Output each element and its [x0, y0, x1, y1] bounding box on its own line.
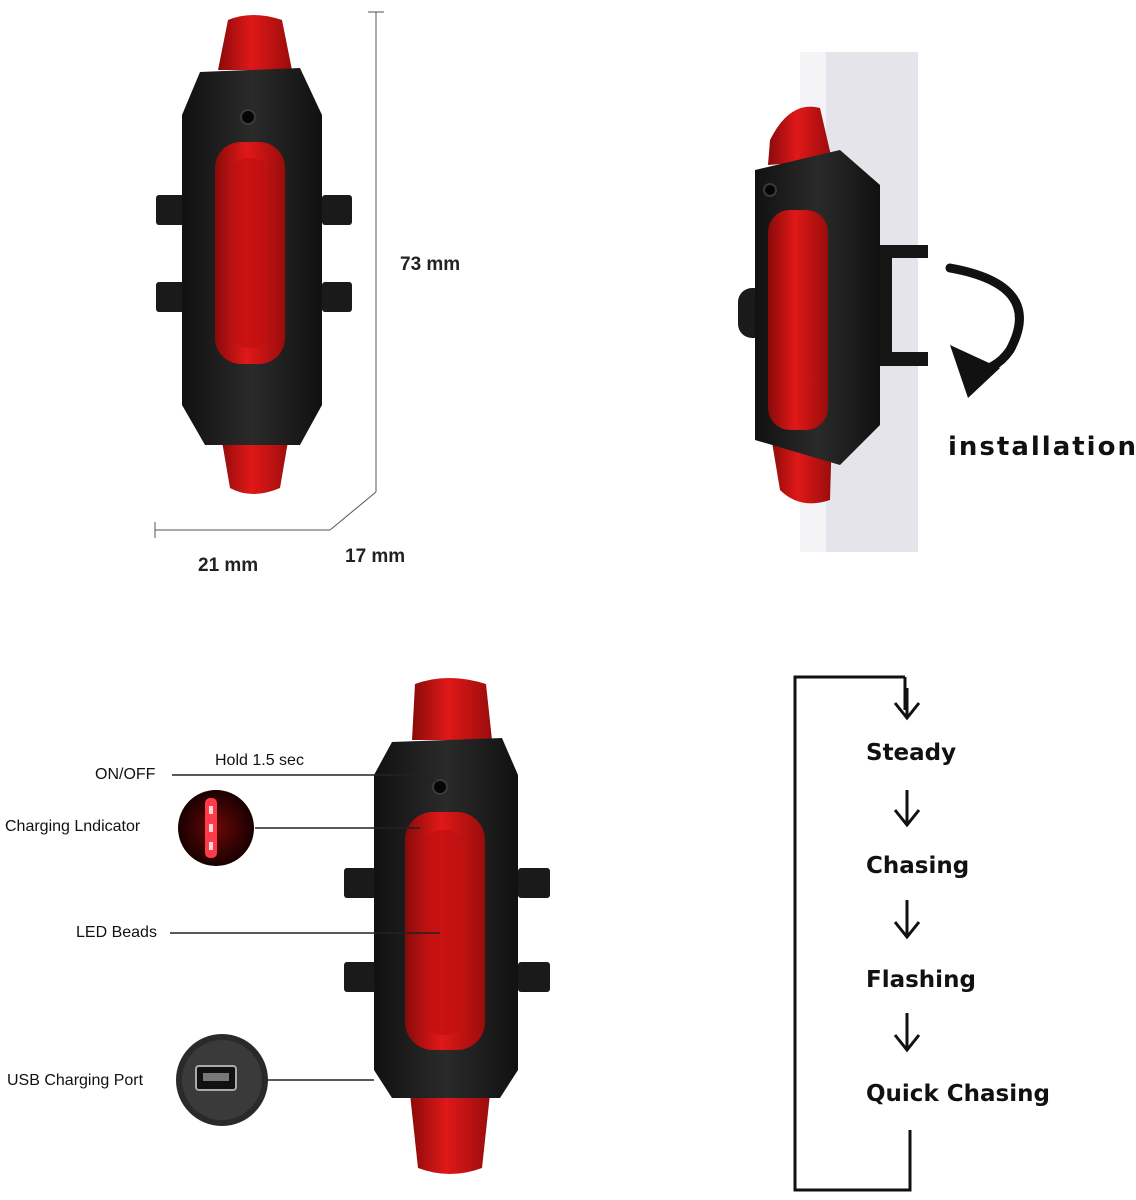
clip-right-bottom [322, 282, 352, 312]
dimension-height: 73 mm [400, 254, 461, 275]
power-button-icon [240, 109, 256, 125]
callout-lens-bottom [410, 1094, 490, 1174]
mode-cycle-diagram [793, 675, 921, 1192]
light-callout-view [170, 678, 550, 1174]
light-front-view [154, 11, 384, 538]
down-arrow-icon-3 [893, 900, 921, 940]
dim-line-depth [329, 491, 377, 531]
installation-label: installation [948, 432, 1136, 462]
callout-lens-top [412, 678, 492, 740]
hold-duration-label: Hold 1.5 sec [215, 752, 304, 769]
clip-left-bottom [156, 282, 186, 312]
led-beads-label: LED Beads [76, 924, 157, 941]
clip-right-top [322, 195, 352, 225]
callout-power-button-icon [432, 779, 448, 795]
installed-lens-center [768, 210, 828, 430]
mode-flashing: Flashing [866, 967, 976, 993]
dimension-depth: 17 mm [345, 546, 406, 567]
mode-cycle-loop [793, 675, 912, 1192]
mode-quick-chasing: Quick Chasing [866, 1081, 1050, 1107]
down-arrow-icon-4 [893, 1013, 921, 1053]
light-installed-view [738, 52, 1024, 552]
usb-port-label: USB Charging Port [7, 1072, 144, 1089]
mode-chasing: Chasing [866, 853, 970, 879]
led-strip [232, 158, 268, 348]
down-arrow-icon-1 [893, 688, 921, 721]
mount-strap [870, 245, 928, 366]
clip-left-top [156, 195, 186, 225]
dimension-width: 21 mm [198, 555, 259, 576]
charging-indicator-label: Charging Lndicator [5, 818, 141, 835]
mode-steady: Steady [866, 740, 957, 766]
lens-top [218, 15, 292, 70]
on-off-label: ON/OFF [95, 766, 156, 783]
installed-lens-top [768, 106, 832, 165]
down-arrow-icon-2 [893, 790, 921, 828]
